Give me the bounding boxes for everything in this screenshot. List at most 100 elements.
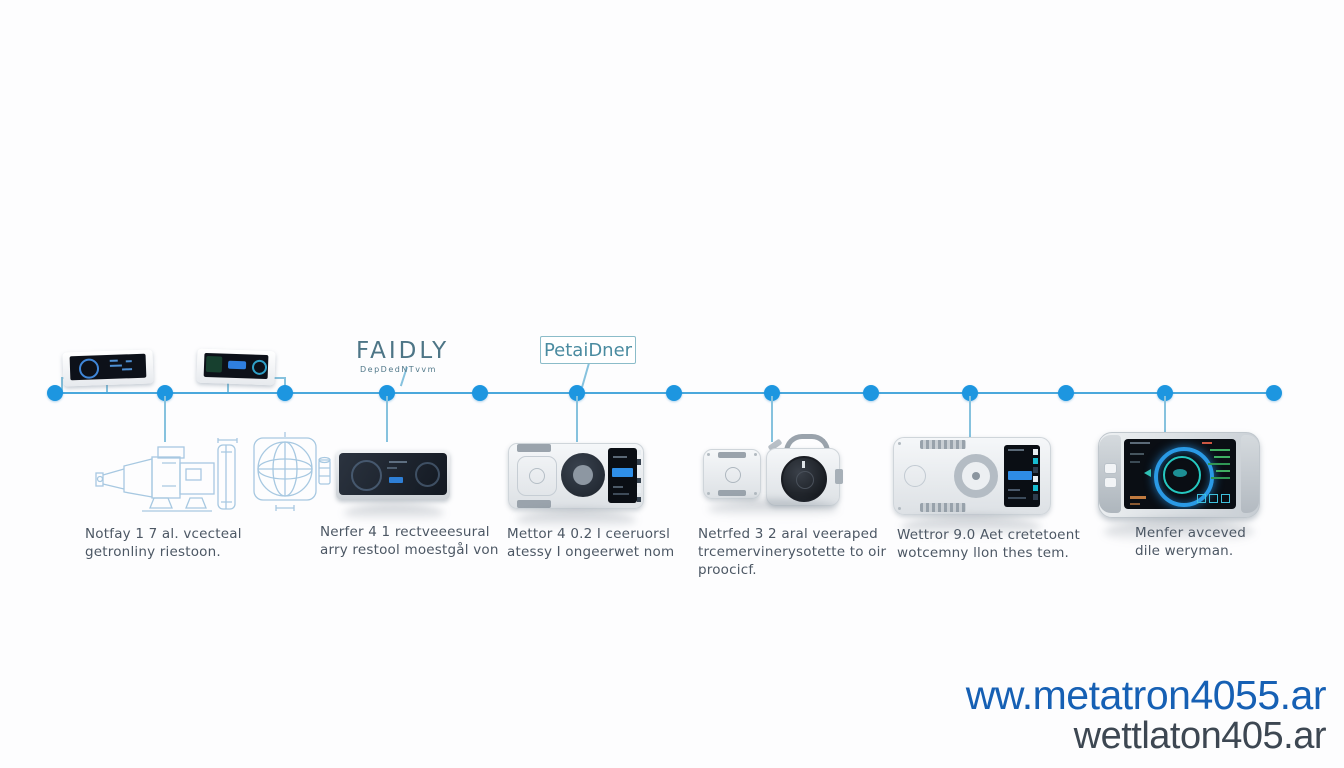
- blueprint-machine-drawing: [95, 438, 238, 512]
- timeline-node: [157, 385, 173, 401]
- gauge-ring-icon: [78, 358, 100, 380]
- timeline-line: [55, 392, 1275, 394]
- screen-readout: [389, 477, 403, 483]
- screen-readout: [1008, 449, 1024, 451]
- arrow-icon: [1144, 469, 1151, 477]
- screen-icon-row: [1197, 494, 1230, 503]
- side-button-column: [637, 450, 641, 502]
- left-module: [517, 456, 557, 496]
- timeline-node: [764, 385, 780, 401]
- screen-readout: [125, 360, 132, 363]
- screen-readout: [1210, 449, 1230, 451]
- timeline-descender-line: [576, 396, 578, 442]
- timeline-descender-line: [386, 396, 388, 442]
- timeline-node: [666, 385, 682, 401]
- device-reflection: [516, 510, 636, 530]
- screen-readout: [613, 493, 629, 495]
- screen-readout: [389, 461, 407, 463]
- timeline-node: [472, 385, 488, 401]
- screen-readout: [387, 467, 397, 469]
- connector-line: [272, 377, 285, 379]
- screen-readout: [1208, 463, 1230, 465]
- device-reflection: [901, 516, 1041, 538]
- timeline-node: [1266, 385, 1282, 401]
- connector-line: [61, 377, 63, 393]
- annotation-faidly-title: FAIDLY: [356, 338, 450, 364]
- device-reflection: [344, 504, 444, 522]
- bench-instrument-2: [196, 348, 276, 386]
- dial-timer-body: [766, 448, 843, 506]
- flat-module-device: [703, 449, 761, 499]
- rubber-pad: [517, 500, 551, 508]
- timeline-node: [47, 385, 63, 401]
- annotation-faidly-subtitle: DepDedNTvvm: [360, 365, 437, 374]
- timeline-descender-line: [1164, 396, 1166, 442]
- timeline-descender-line: [771, 396, 773, 442]
- gauge-center: [1173, 469, 1187, 477]
- caption-5: Wettror 9.0 Aet cretetoent wotcemny llon…: [897, 527, 1080, 561]
- screen-button-column: [1033, 449, 1038, 503]
- screen-readout: [1202, 442, 1212, 444]
- caption-6: Menfer avceved dile weryman.: [1135, 525, 1247, 559]
- device-reflection: [1104, 520, 1254, 544]
- screen-panel: [205, 355, 223, 373]
- watermark-line-2: wettlaton405.ar: [1073, 715, 1327, 757]
- dark-panel-screen: [339, 453, 447, 495]
- rubber-pad: [718, 452, 746, 458]
- logo-icon: [529, 468, 545, 484]
- screen-readout: [122, 368, 133, 371]
- dial-tick: [802, 461, 805, 468]
- caption-3: Mettor 4 0.2 I ceeruorsl atessy I ongeer…: [507, 526, 675, 560]
- annotation-petaidner-label: PetaiDner: [543, 339, 633, 361]
- grip-pad: [920, 503, 966, 512]
- screen-readout: [1008, 497, 1026, 499]
- side-tab: [835, 469, 843, 484]
- logo-icon: [904, 465, 926, 487]
- screen-readout: [612, 468, 633, 477]
- logo-icon: [725, 467, 741, 483]
- gauge-ring-icon: [351, 460, 382, 491]
- screen-readout: [1216, 470, 1230, 472]
- grip-pad: [920, 440, 966, 449]
- dark-panel-device: [336, 450, 450, 500]
- screen-readout: [1130, 496, 1146, 499]
- screen-readout: [1130, 503, 1140, 505]
- dial-center: [796, 471, 814, 489]
- timeline-node: [863, 385, 879, 401]
- screen-readout: [613, 486, 623, 488]
- knob-center: [573, 465, 593, 485]
- caption-1: Notfay 1 7 al. vcecteal getronliny riest…: [85, 526, 242, 560]
- rotary-dial: [781, 456, 827, 502]
- end-cap: [1099, 435, 1121, 513]
- control-unit-screen: [608, 448, 637, 503]
- connector-line: [227, 382, 229, 393]
- bench-instrument-2-screen: [203, 352, 269, 380]
- gauge-ring-icon: [251, 359, 268, 376]
- timeline-descender-line: [969, 396, 971, 442]
- annotation-faidly: FAIDLY DepDedNTvvm: [356, 338, 449, 374]
- screen-readout: [227, 360, 247, 370]
- timeline-node: [569, 385, 585, 401]
- timeline-node: [1058, 385, 1074, 401]
- screen-readout: [1130, 442, 1150, 444]
- timeline-descender-line: [164, 396, 166, 442]
- analyzer-screen: [1124, 439, 1236, 509]
- screen-readout: [1211, 477, 1230, 479]
- console-screen: [1004, 445, 1040, 507]
- caption-4: Netrfed 3 2 aral veeraped trcemervinerys…: [698, 526, 887, 578]
- side-button: [1104, 477, 1117, 488]
- screen-readout: [1130, 461, 1140, 463]
- screen-readout: [109, 359, 118, 362]
- timeline-node: [962, 385, 978, 401]
- knob-center: [972, 472, 980, 480]
- end-cap: [1241, 435, 1259, 513]
- timeline-node: [379, 385, 395, 401]
- gauge-ring-icon: [415, 462, 440, 487]
- annotation-petaidner-box: PetaiDner: [540, 336, 636, 364]
- blueprint-sphere-drawing: [253, 432, 331, 511]
- rotary-knob: [561, 453, 605, 497]
- screen-readout: [1008, 489, 1020, 491]
- watermark: ww.metatron4055.ar wettlaton405.ar: [966, 672, 1327, 758]
- rubber-pad: [517, 444, 551, 452]
